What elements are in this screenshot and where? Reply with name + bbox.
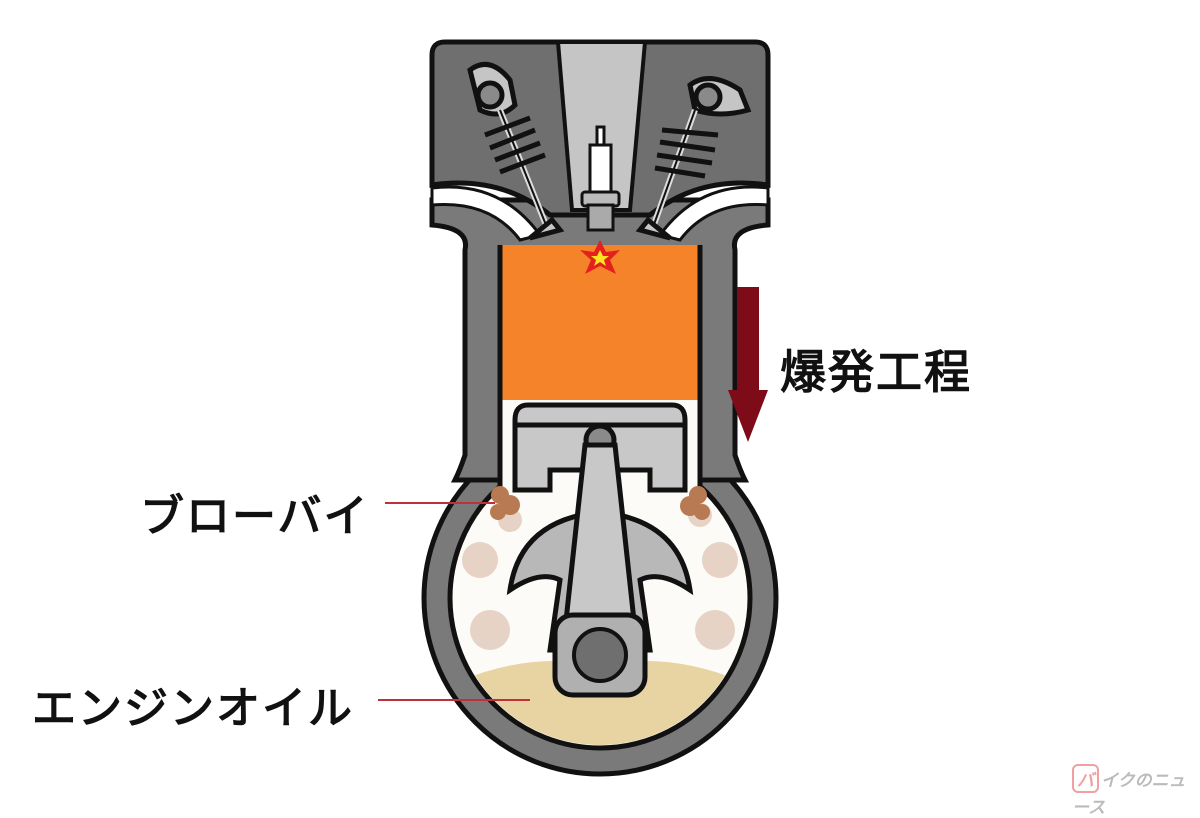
spark-core-icon: [591, 250, 609, 266]
crank-pin: [572, 627, 628, 683]
site-logo: バイクのニュース: [1072, 764, 1200, 818]
intake-valve: [467, 61, 565, 241]
spark-plug: [580, 125, 621, 232]
blowby-gas-right: [680, 486, 710, 520]
downward-arrow-icon: [728, 287, 768, 442]
combustion-chamber: [500, 245, 700, 405]
logo-mark: バ: [1072, 764, 1099, 793]
blowby-label: ブローバイ: [140, 491, 370, 542]
engine-diagram: [378, 39, 779, 777]
blowby-gas-left: [490, 486, 520, 520]
engine-oil-label: エンジンオイル: [32, 683, 354, 734]
exhaust-valve: [635, 76, 752, 241]
power-stroke-label: 爆発工程: [780, 345, 972, 399]
